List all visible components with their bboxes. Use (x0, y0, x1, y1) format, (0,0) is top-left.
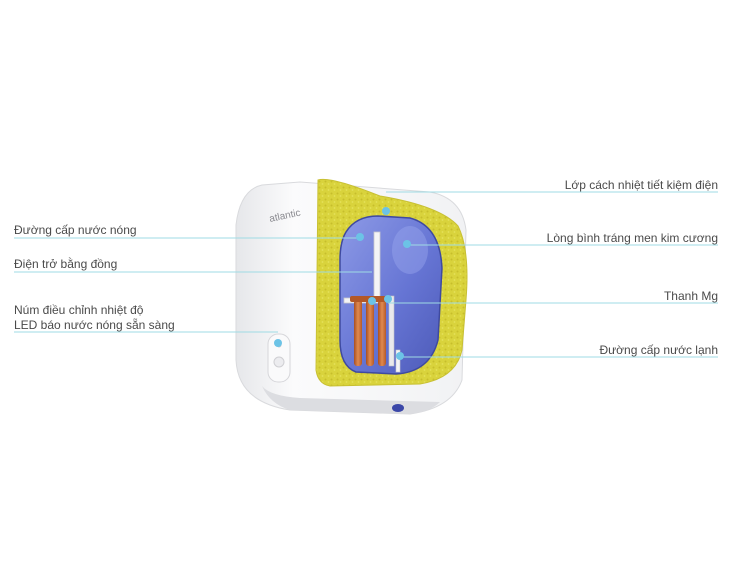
label-hot-water-supply: Đường cấp nước nóng (14, 223, 137, 237)
callout-dot-hot-water (356, 233, 364, 241)
callout-dot-cold-water (396, 352, 404, 360)
leader-lines (14, 191, 718, 358)
label-cold-water-supply: Đường cấp nước lạnh (599, 343, 718, 357)
label-enamel-tank: Lòng bình tráng men kim cương (546, 231, 718, 245)
callout-dot-mg-rod (384, 295, 392, 303)
label-led-ready: LED báo nước nóng sẵn sàng (14, 318, 175, 332)
temperature-knob-icon (273, 356, 285, 368)
callout-dot-control (274, 339, 282, 347)
magnesium-rod (388, 295, 395, 367)
label-insulation: Lớp cách nhiệt tiết kiệm điện (564, 178, 718, 192)
callout-dot-tank (403, 240, 411, 248)
inner-tank (339, 215, 443, 375)
callout-dot-insulation (382, 207, 390, 215)
label-mg-rod: Thanh Mg (663, 289, 718, 303)
cold-water-pipe (395, 349, 401, 373)
water-outlet (392, 404, 404, 412)
label-copper-heating-element: Điện trở bằng đồng (14, 257, 118, 271)
label-temperature-knob: Núm điều chỉnh nhiệt độ (14, 303, 144, 317)
callout-dot-heating-element (368, 297, 376, 305)
callout-dots (274, 207, 411, 360)
copper-heating-element (350, 296, 390, 366)
